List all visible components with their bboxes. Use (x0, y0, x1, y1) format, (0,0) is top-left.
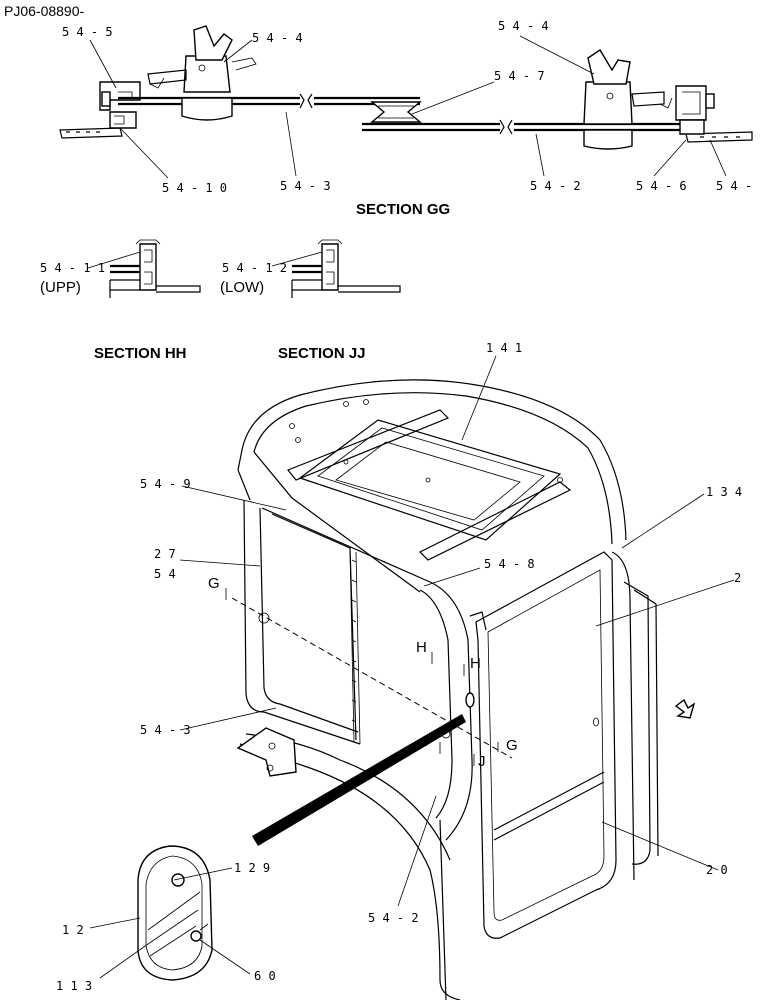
leader-54-11 (87, 251, 141, 269)
callout-54-12: 5 4 - 1 2 (222, 261, 287, 275)
cut-mark-g-right: G (506, 737, 518, 754)
callout-54-10: 5 4 - 1 0 (162, 181, 227, 195)
callout-60: 6 0 (254, 969, 276, 983)
callout-54-11: 5 4 - 1 1 (40, 261, 105, 275)
callout-54-9: 5 4 - 9 (140, 477, 191, 491)
cut-mark-j-left: J (422, 733, 430, 750)
callout-12: 1 2 (62, 923, 84, 937)
cab-drawing (225, 379, 696, 1000)
callout-54-5: 5 4 - 5 (62, 25, 113, 39)
callout-2: 2 (734, 571, 741, 585)
mirror-drawing (137, 845, 213, 981)
callout-141: 1 4 1 (486, 341, 522, 355)
leader-54-12 (271, 251, 323, 267)
cut-mark-g-left: G (208, 575, 220, 592)
section-hh-title: SECTION HH (94, 345, 187, 362)
callout-54-2-cab: 5 4 - 2 (368, 911, 419, 925)
mirror-pointer (252, 714, 466, 846)
callout-54: 5 4 (154, 567, 176, 581)
section-gg-title: SECTION GG (356, 201, 450, 218)
callout-54-4-left: 5 4 - 4 (252, 31, 303, 45)
cab-leaders (89, 355, 735, 979)
label-upp: (UPP) (40, 279, 81, 296)
callout-54-7: 5 4 - 7 (494, 69, 545, 83)
cut-mark-j-right: J (478, 753, 486, 770)
section-hh-drawing (109, 239, 201, 298)
callout-134: 1 3 4 (706, 485, 742, 499)
cut-mark-h-right: H (470, 655, 481, 672)
document-id: PJ06-08890- (4, 3, 85, 19)
callout-54-3-cab: 5 4 - 3 (140, 723, 191, 737)
callout-27: 2 7 (154, 547, 176, 561)
section-gg-drawing (59, 25, 753, 150)
callout-54-4-right: 5 4 - 4 (498, 19, 549, 33)
callout-54-6: 5 4 - 6 (636, 179, 687, 193)
cut-mark-h-left: H (416, 639, 427, 656)
callout-54-8: 5 4 - 8 (484, 557, 535, 571)
section-gg-leaders (89, 35, 727, 179)
section-jj-title: SECTION JJ (278, 345, 366, 362)
callout-54-1: 5 4 - 1 (716, 179, 760, 193)
callout-54-3-section: 5 4 - 3 (280, 179, 331, 193)
callout-54-2-section: 5 4 - 2 (530, 179, 581, 193)
callout-20: 2 0 (706, 863, 728, 877)
label-low: (LOW) (220, 279, 264, 296)
callout-129: 1 2 9 (234, 861, 270, 875)
section-jj-drawing (291, 239, 401, 298)
callout-113: 1 1 3 (56, 979, 92, 993)
